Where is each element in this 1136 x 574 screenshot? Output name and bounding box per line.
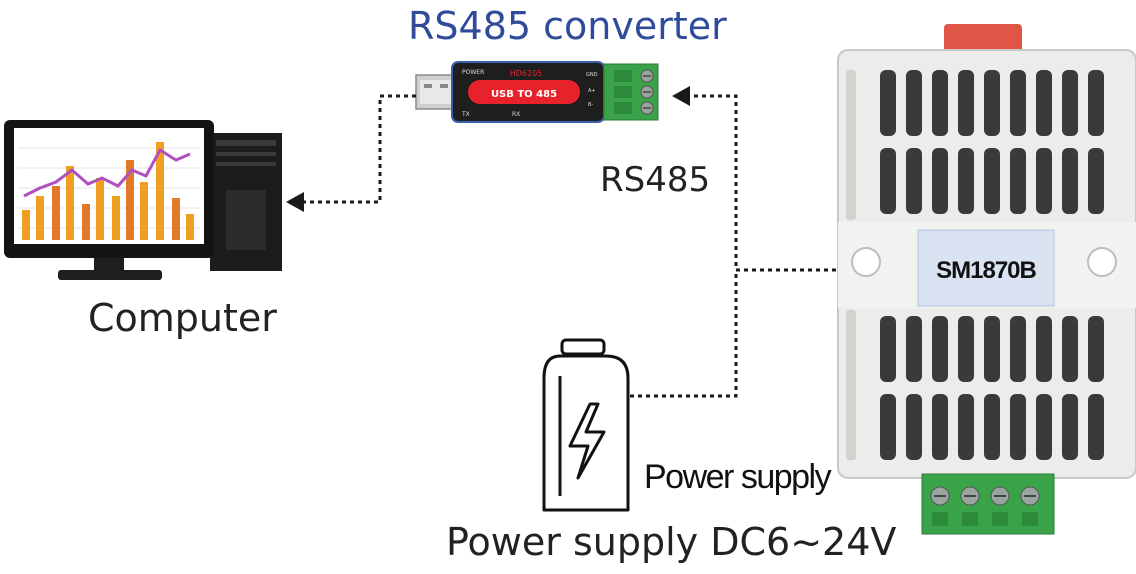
converter-model-label: HD6205 — [510, 69, 543, 78]
converter-main-label: USB TO 485 — [491, 89, 557, 100]
computer-label: Computer — [88, 296, 277, 340]
converter-b-label: B- — [588, 102, 593, 108]
mount-hole-left — [851, 247, 881, 277]
arrow-left-icon — [286, 192, 304, 212]
mount-hole-right — [1087, 247, 1117, 277]
device-to-converter-line — [684, 94, 836, 272]
usb-rs485-converter: USB TO 485 HD6205 POWER TX RX GND A+ B- — [415, 61, 659, 123]
monitor-chart-line — [23, 147, 191, 198]
converter-terminal-block — [603, 63, 659, 121]
power-to-bus-line — [630, 270, 738, 398]
device-top-vents — [880, 70, 1104, 214]
connection-lines — [300, 94, 836, 398]
diagram-title: RS485 converter — [408, 4, 727, 48]
converter-tx-label: TX — [461, 111, 470, 118]
computer-icon — [4, 120, 282, 280]
converter-rx-label: RX — [512, 111, 520, 118]
converter-gnd-label: GND — [586, 72, 598, 78]
battery-icon — [542, 338, 630, 512]
lightning-icon — [568, 402, 606, 480]
pc-monitor — [4, 120, 214, 280]
converter-power-label: POWER — [462, 69, 484, 76]
arrow-left-icon — [672, 86, 690, 106]
power-supply-label: Power supply DC6~24V — [446, 520, 897, 564]
device-bottom-vents — [880, 316, 1104, 460]
device-terminal-block — [921, 473, 1055, 535]
device-label: SM1870B — [936, 257, 1036, 284]
pc-tower — [210, 133, 282, 271]
rs485-bus-label: RS485 — [600, 160, 711, 200]
converter-a-label: A+ — [588, 88, 596, 94]
sm1870b-device: SM1870B — [837, 24, 1136, 535]
usb-to-computer-line — [300, 94, 416, 204]
power-icon-label: Power supply — [644, 458, 832, 496]
device-label-plate — [917, 229, 1055, 307]
monitor-chart-bars — [22, 142, 194, 240]
